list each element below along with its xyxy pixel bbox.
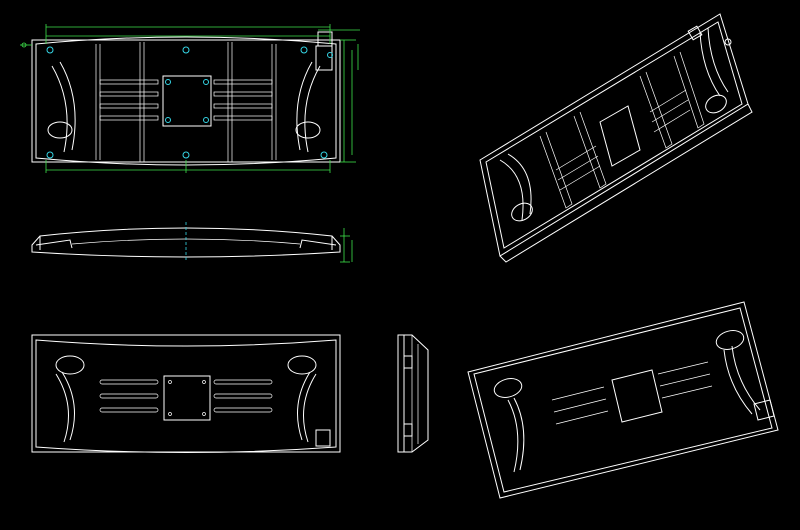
front-elevation xyxy=(31,222,353,263)
isometric-front-view xyxy=(467,301,779,499)
isometric-back-view xyxy=(479,13,753,263)
top-view xyxy=(20,24,360,173)
bottom-view xyxy=(31,334,341,453)
side-elevation xyxy=(397,334,429,453)
